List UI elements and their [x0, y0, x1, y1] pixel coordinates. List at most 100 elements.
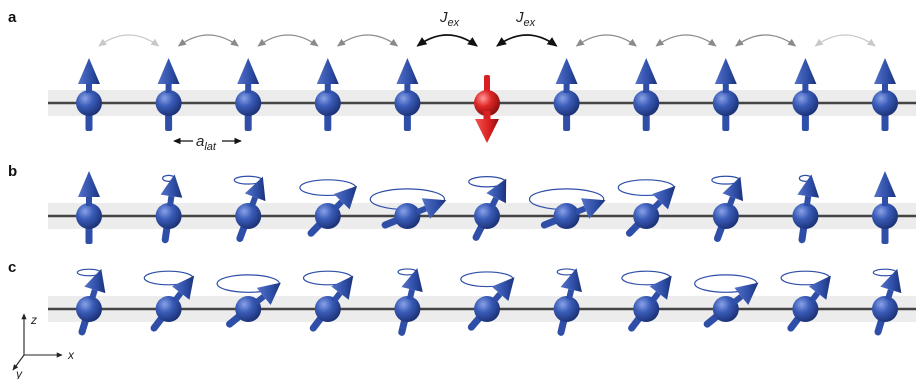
spin-arrowhead: [256, 282, 281, 305]
spin-arrowhead: [797, 174, 820, 198]
spin-ball: [712, 296, 739, 322]
spin-arrowhead: [794, 58, 817, 84]
spin-arrowhead: [333, 185, 358, 210]
y-axis: [12, 354, 25, 371]
spin-site: [528, 188, 606, 229]
spin-site: [314, 58, 341, 131]
spin-ball: [155, 90, 182, 116]
spin-ball: [394, 296, 421, 322]
spin-stem: [254, 294, 266, 306]
spin-arrowhead: [244, 176, 266, 202]
spin-arrowhead: [78, 58, 100, 84]
spin-site: [76, 58, 102, 131]
spin-site: [143, 270, 195, 332]
spin-ball: [235, 296, 262, 322]
spin-ball: [394, 203, 421, 229]
spin-ball: [235, 90, 262, 116]
exchange-arrow: [735, 34, 797, 47]
spin-site: [694, 274, 759, 328]
exchange-label-right: Jex: [515, 9, 536, 29]
spin-site: [394, 268, 423, 336]
spin-arrowhead: [652, 185, 676, 210]
spin-stem: [488, 196, 499, 209]
spin-site: [302, 270, 354, 332]
spin-site: [155, 58, 182, 131]
spin-ball: [474, 90, 500, 116]
spin-stem: [649, 291, 661, 303]
spin-ball: [792, 296, 819, 322]
spin-chain-b: [48, 171, 916, 244]
exchange-arrow: [177, 34, 239, 47]
exchange-arrow: [257, 34, 319, 47]
spin-ball: [553, 296, 580, 322]
spin-stem: [802, 81, 809, 93]
spin-arrowhead: [421, 198, 447, 219]
spin-site: [872, 268, 902, 336]
spin-ball: [314, 296, 341, 322]
panel-label-c: c: [8, 259, 16, 276]
spin-site: [872, 171, 898, 244]
spin-site: [299, 179, 358, 237]
coordinate-axes: [12, 313, 63, 371]
spin-site: [235, 58, 262, 131]
spin-arrowhead: [874, 58, 896, 84]
spin-site: [460, 271, 515, 331]
spin-ball: [792, 203, 819, 229]
spin-arrowhead: [331, 275, 354, 300]
spin-ball: [553, 90, 580, 116]
spin-ball: [76, 296, 102, 322]
spin-arrowhead: [560, 268, 582, 293]
spin-ball: [314, 203, 341, 229]
spin-site: [872, 58, 898, 131]
spin-stem: [248, 196, 258, 208]
spin-ball: [235, 203, 262, 229]
spin-arrowhead: [649, 275, 672, 300]
spin-stem: [332, 199, 344, 211]
spin-arrowhead: [714, 58, 737, 84]
spin-ball: [872, 203, 898, 229]
spin-stem: [563, 81, 570, 93]
flipped-spin-site: [474, 75, 500, 143]
spin-stem: [484, 75, 490, 93]
spin-chain-c: [48, 268, 916, 336]
spin-ball: [633, 90, 660, 116]
spin-arrowhead: [555, 58, 578, 84]
spin-ball: [474, 203, 500, 229]
spin-stem: [885, 288, 894, 301]
spin-ball: [712, 90, 739, 116]
spin-stem: [324, 81, 331, 93]
spin-arrowhead: [722, 176, 744, 202]
spin-stem: [566, 288, 575, 300]
spin-ball: [394, 90, 421, 116]
spin-chain-a: [48, 58, 916, 143]
spin-arrowhead: [475, 119, 499, 143]
spin-arrowhead: [808, 275, 831, 300]
spin-stem: [245, 81, 252, 93]
spin-stem: [167, 195, 175, 207]
spin-site: [711, 175, 744, 242]
spin-site: [780, 270, 831, 332]
spin-arrowhead: [157, 58, 180, 84]
spin-stem: [483, 111, 491, 121]
spin-site: [369, 188, 447, 229]
spin-arrowhead: [581, 198, 606, 219]
spin-ball: [553, 203, 580, 229]
spin-stem: [803, 195, 812, 207]
spin-arrowhead: [160, 174, 183, 198]
spin-ball: [872, 90, 898, 116]
spin-stem: [172, 291, 184, 303]
spin-ball: [155, 296, 182, 322]
spin-site: [155, 174, 183, 244]
spin-arrowhead: [84, 268, 106, 294]
spin-stem: [165, 81, 172, 93]
spin-ball: [872, 296, 898, 322]
spin-ball: [633, 296, 660, 322]
spin-arrowhead: [237, 58, 260, 84]
spin-stem: [331, 291, 343, 303]
spin-site: [712, 58, 739, 131]
exchange-arrow: [98, 34, 160, 47]
spin-site: [468, 176, 507, 241]
spin-arrowhead: [486, 178, 507, 204]
y-axis-label: y: [15, 367, 23, 379]
